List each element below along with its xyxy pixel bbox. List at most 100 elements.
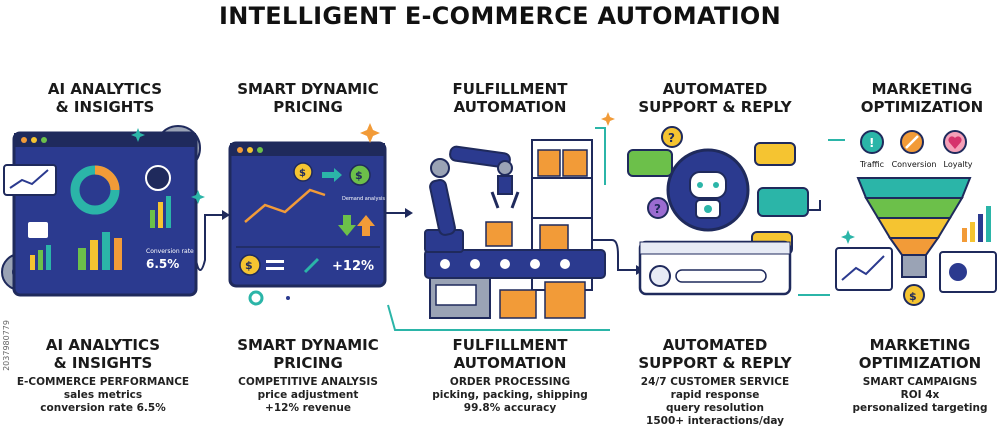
svg-text:$: $ — [299, 168, 306, 179]
footer-heading: OPTIMIZATION — [858, 354, 982, 372]
funnel-icon — [856, 177, 972, 278]
bar-chart-icon — [962, 206, 991, 242]
svg-text:$: $ — [355, 169, 363, 182]
footer-heading: AUTOMATED — [662, 336, 768, 354]
svg-text:$: $ — [245, 259, 253, 272]
footer-heading: MARKETING — [869, 336, 971, 354]
chatbot-icon — [666, 148, 750, 232]
box-icon — [485, 149, 588, 319]
funnel-label-traffic: Traffic — [859, 160, 884, 169]
campaign-report-icon — [835, 247, 893, 291]
dollar-icon — [349, 164, 371, 186]
question-icon — [661, 126, 683, 148]
heading-line: SMART DYNAMIC — [237, 80, 379, 98]
heading-line: AUTOMATION — [453, 98, 567, 116]
footer-marketing: MARKETING OPTIMIZATION SMART CAMPAIGNS R… — [825, 336, 1000, 415]
heading-line: PRICING — [273, 98, 343, 116]
connector-teal — [387, 304, 610, 331]
avatar — [649, 265, 671, 287]
heading-line: AUTOMATED — [662, 80, 768, 98]
heading-line: SUPPORT & REPLY — [638, 98, 792, 116]
footer-line: personalized targeting — [852, 402, 988, 414]
sparkle-icon — [131, 128, 855, 244]
pie-chart-icon — [28, 222, 48, 238]
funnel-label-conversion: Conversion — [892, 160, 937, 169]
footer-line: ROI 4x — [900, 389, 940, 401]
arrow-up-icon — [357, 215, 375, 236]
footer-smart-pricing: SMART DYNAMIC PRICING COMPETITIVE ANALYS… — [213, 336, 403, 415]
bar-chart-icon — [30, 196, 171, 270]
line-chart-icon — [3, 164, 57, 196]
footer-line: 24/7 CUSTOMER SERVICE — [640, 376, 790, 388]
panel-caption: Demand analysis — [342, 196, 385, 202]
heading-ai-analytics: AI ANALYTICS & INSIGHTS — [15, 80, 195, 116]
page-title: INTELLIGENT E-COMMERCE AUTOMATION — [219, 2, 781, 30]
dollar-icon — [239, 254, 261, 276]
footer-line: conversion rate 6.5% — [40, 402, 166, 414]
footer-line: 1500+ interactions/day — [646, 415, 784, 427]
footer-support: AUTOMATED SUPPORT & REPLY 24/7 CUSTOMER … — [620, 336, 810, 428]
footer-line: COMPETITIVE ANALYSIS — [238, 376, 378, 388]
footer-heading: SUPPORT & REPLY — [638, 354, 792, 372]
growth-icon — [900, 130, 924, 154]
footer-heading: & INSIGHTS — [53, 354, 153, 372]
heading-marketing: MARKETING OPTIMIZATION — [832, 80, 1000, 116]
chat-bubble-icon — [627, 142, 809, 255]
svg-text:$: $ — [909, 290, 917, 303]
heading-line: AI ANALYTICS — [47, 80, 163, 98]
footer-heading: AI ANALYTICS — [45, 336, 161, 354]
stock-id: 2037980779 — [2, 320, 11, 371]
analytics-report-icon — [939, 251, 997, 293]
footer-line: price adjustment — [257, 389, 359, 401]
question-icon — [647, 197, 669, 219]
svg-text:!: ! — [869, 136, 874, 150]
connector-teal — [595, 127, 606, 185]
heading-line: MARKETING — [871, 80, 973, 98]
arrow-head — [222, 210, 230, 220]
footer-line: rapid response — [670, 389, 760, 401]
connector-1 — [195, 214, 222, 271]
dollar-icon — [903, 284, 925, 306]
price-trend-line — [244, 188, 326, 223]
ring-icon — [248, 290, 264, 306]
target-icon: ! — [860, 130, 884, 154]
arrow-down-icon — [338, 215, 356, 236]
connector-3 — [590, 239, 640, 271]
heading-line: & INSIGHTS — [55, 98, 155, 116]
svg-text:?: ? — [668, 131, 675, 145]
footer-line: +12% revenue — [265, 402, 351, 414]
footer-heading: SMART DYNAMIC — [237, 336, 379, 354]
footer-heading: FULFILLMENT — [452, 336, 568, 354]
footer-line: picking, packing, shipping — [432, 389, 588, 401]
arrow-right-icon — [322, 168, 342, 182]
footer-heading: AUTOMATION — [453, 354, 567, 372]
sparkle-icon — [360, 112, 615, 143]
footer-line: sales metrics — [63, 389, 143, 401]
heading-line: OPTIMIZATION — [860, 98, 984, 116]
svg-text:?: ? — [654, 202, 661, 216]
dollar-icon — [293, 162, 313, 182]
robot-arm-icon — [424, 145, 513, 253]
funnel-label-loyalty: Loyalty — [944, 160, 973, 169]
footer-heading: PRICING — [273, 354, 343, 372]
footer-line: ORDER PROCESSING — [449, 376, 571, 388]
heading-support: AUTOMATED SUPPORT & REPLY — [625, 80, 805, 116]
panel-value: +12% — [332, 259, 374, 274]
footer-line: query resolution — [666, 402, 764, 414]
arrow-head — [405, 208, 413, 218]
monitor-icon — [435, 284, 477, 306]
growth-arrow-icon — [303, 257, 320, 274]
gripper-icon — [490, 191, 520, 209]
footer-line: E-COMMERCE PERFORMANCE — [16, 376, 190, 388]
conveyor-belt — [424, 249, 606, 279]
footer-line: SMART CAMPAIGNS — [862, 376, 978, 388]
footer-fulfillment: FULFILLMENT AUTOMATION ORDER PROCESSING … — [415, 336, 605, 415]
heading-fulfillment: FULFILLMENT AUTOMATION — [420, 80, 600, 116]
heading-line: FULFILLMENT — [452, 80, 568, 98]
panel-caption: Conversion rate — [146, 248, 194, 255]
heart-icon — [943, 130, 967, 154]
gauge-icon — [145, 165, 171, 191]
panel-value: 6.5% — [146, 257, 179, 271]
heading-smart-pricing: SMART DYNAMIC PRICING — [218, 80, 398, 116]
